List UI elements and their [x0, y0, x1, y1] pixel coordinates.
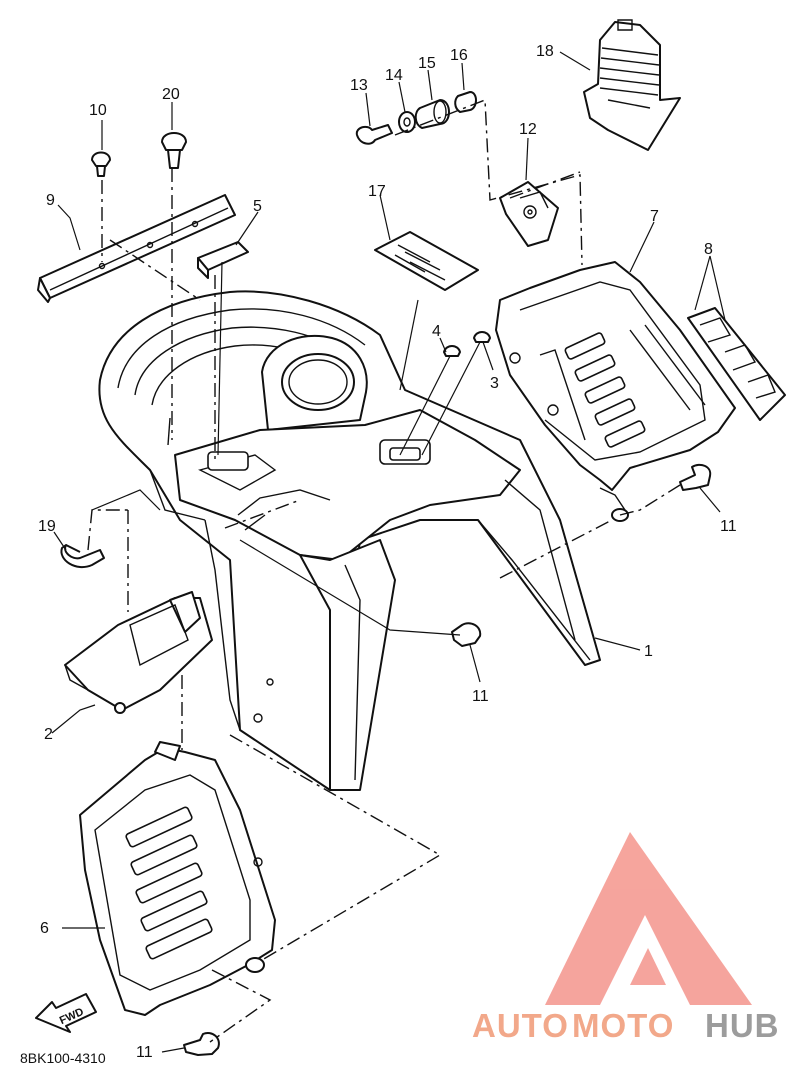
part-9-strip [37, 194, 236, 303]
callout-3: 3 [490, 375, 499, 392]
callout-4: 4 [432, 323, 441, 340]
fwd-arrow-badge: FWD [35, 993, 97, 1033]
part-13-bolt [355, 124, 393, 145]
callout-13: 13 [350, 77, 368, 94]
callout-19: 19 [38, 518, 56, 535]
part-6-left-cover [79, 741, 276, 1016]
callout-1: 1 [644, 643, 653, 660]
callout-6: 6 [40, 920, 49, 937]
automotohub-logo [545, 832, 752, 1005]
part-20-fastener [161, 132, 187, 169]
part-12-bracket [499, 181, 559, 247]
assembly-lines [87, 98, 681, 1043]
callout-7: 7 [650, 208, 659, 225]
callout-18: 18 [536, 43, 554, 60]
callout-14: 14 [385, 67, 403, 84]
watermark-moto: MOTO [572, 1007, 674, 1044]
callout-20: 20 [162, 86, 180, 103]
part-15-grommet [414, 99, 450, 129]
callout-11-bottom: 11 [136, 1044, 153, 1061]
callout-16: 16 [450, 47, 468, 64]
part-5-clip [197, 241, 249, 279]
diagram-code: 8BK100-4310 [20, 1050, 106, 1066]
callout-5: 5 [253, 198, 262, 215]
part-11-bolt-right [679, 463, 712, 491]
callout-15: 15 [418, 55, 436, 72]
part-17-label [374, 231, 479, 291]
part-3-clip [473, 331, 491, 343]
part-11-bolt-bottom [183, 1032, 220, 1056]
callout-11-right: 11 [720, 518, 737, 535]
callout-11-center: 11 [472, 688, 489, 705]
part-2-duct [64, 591, 213, 714]
callout-17: 17 [368, 183, 386, 200]
callout-2: 2 [44, 726, 53, 743]
watermark-hub: HUB [705, 1007, 780, 1044]
leader-lines [51, 51, 726, 1053]
part-16-collar [454, 91, 477, 113]
callout-12: 12 [519, 121, 537, 138]
callout-10: 10 [89, 102, 107, 119]
part-1-front-cowl [98, 290, 601, 791]
part-11-bolt-center [451, 622, 482, 647]
callout-9: 9 [46, 192, 55, 209]
watermark-auto: AUTO [472, 1007, 569, 1044]
part-8-trim [687, 307, 786, 421]
part-7-right-cover [495, 261, 736, 522]
callout-8: 8 [704, 241, 713, 258]
part-10-rivet [91, 151, 111, 177]
part-14-washer [398, 111, 416, 133]
part-19-clamp [60, 544, 105, 568]
part-4-clip [443, 345, 461, 357]
part-18-boot [583, 19, 681, 151]
callout-labels: 1 2 3 4 5 6 7 8 9 10 11 11 11 11 12 13 1… [38, 43, 737, 1061]
